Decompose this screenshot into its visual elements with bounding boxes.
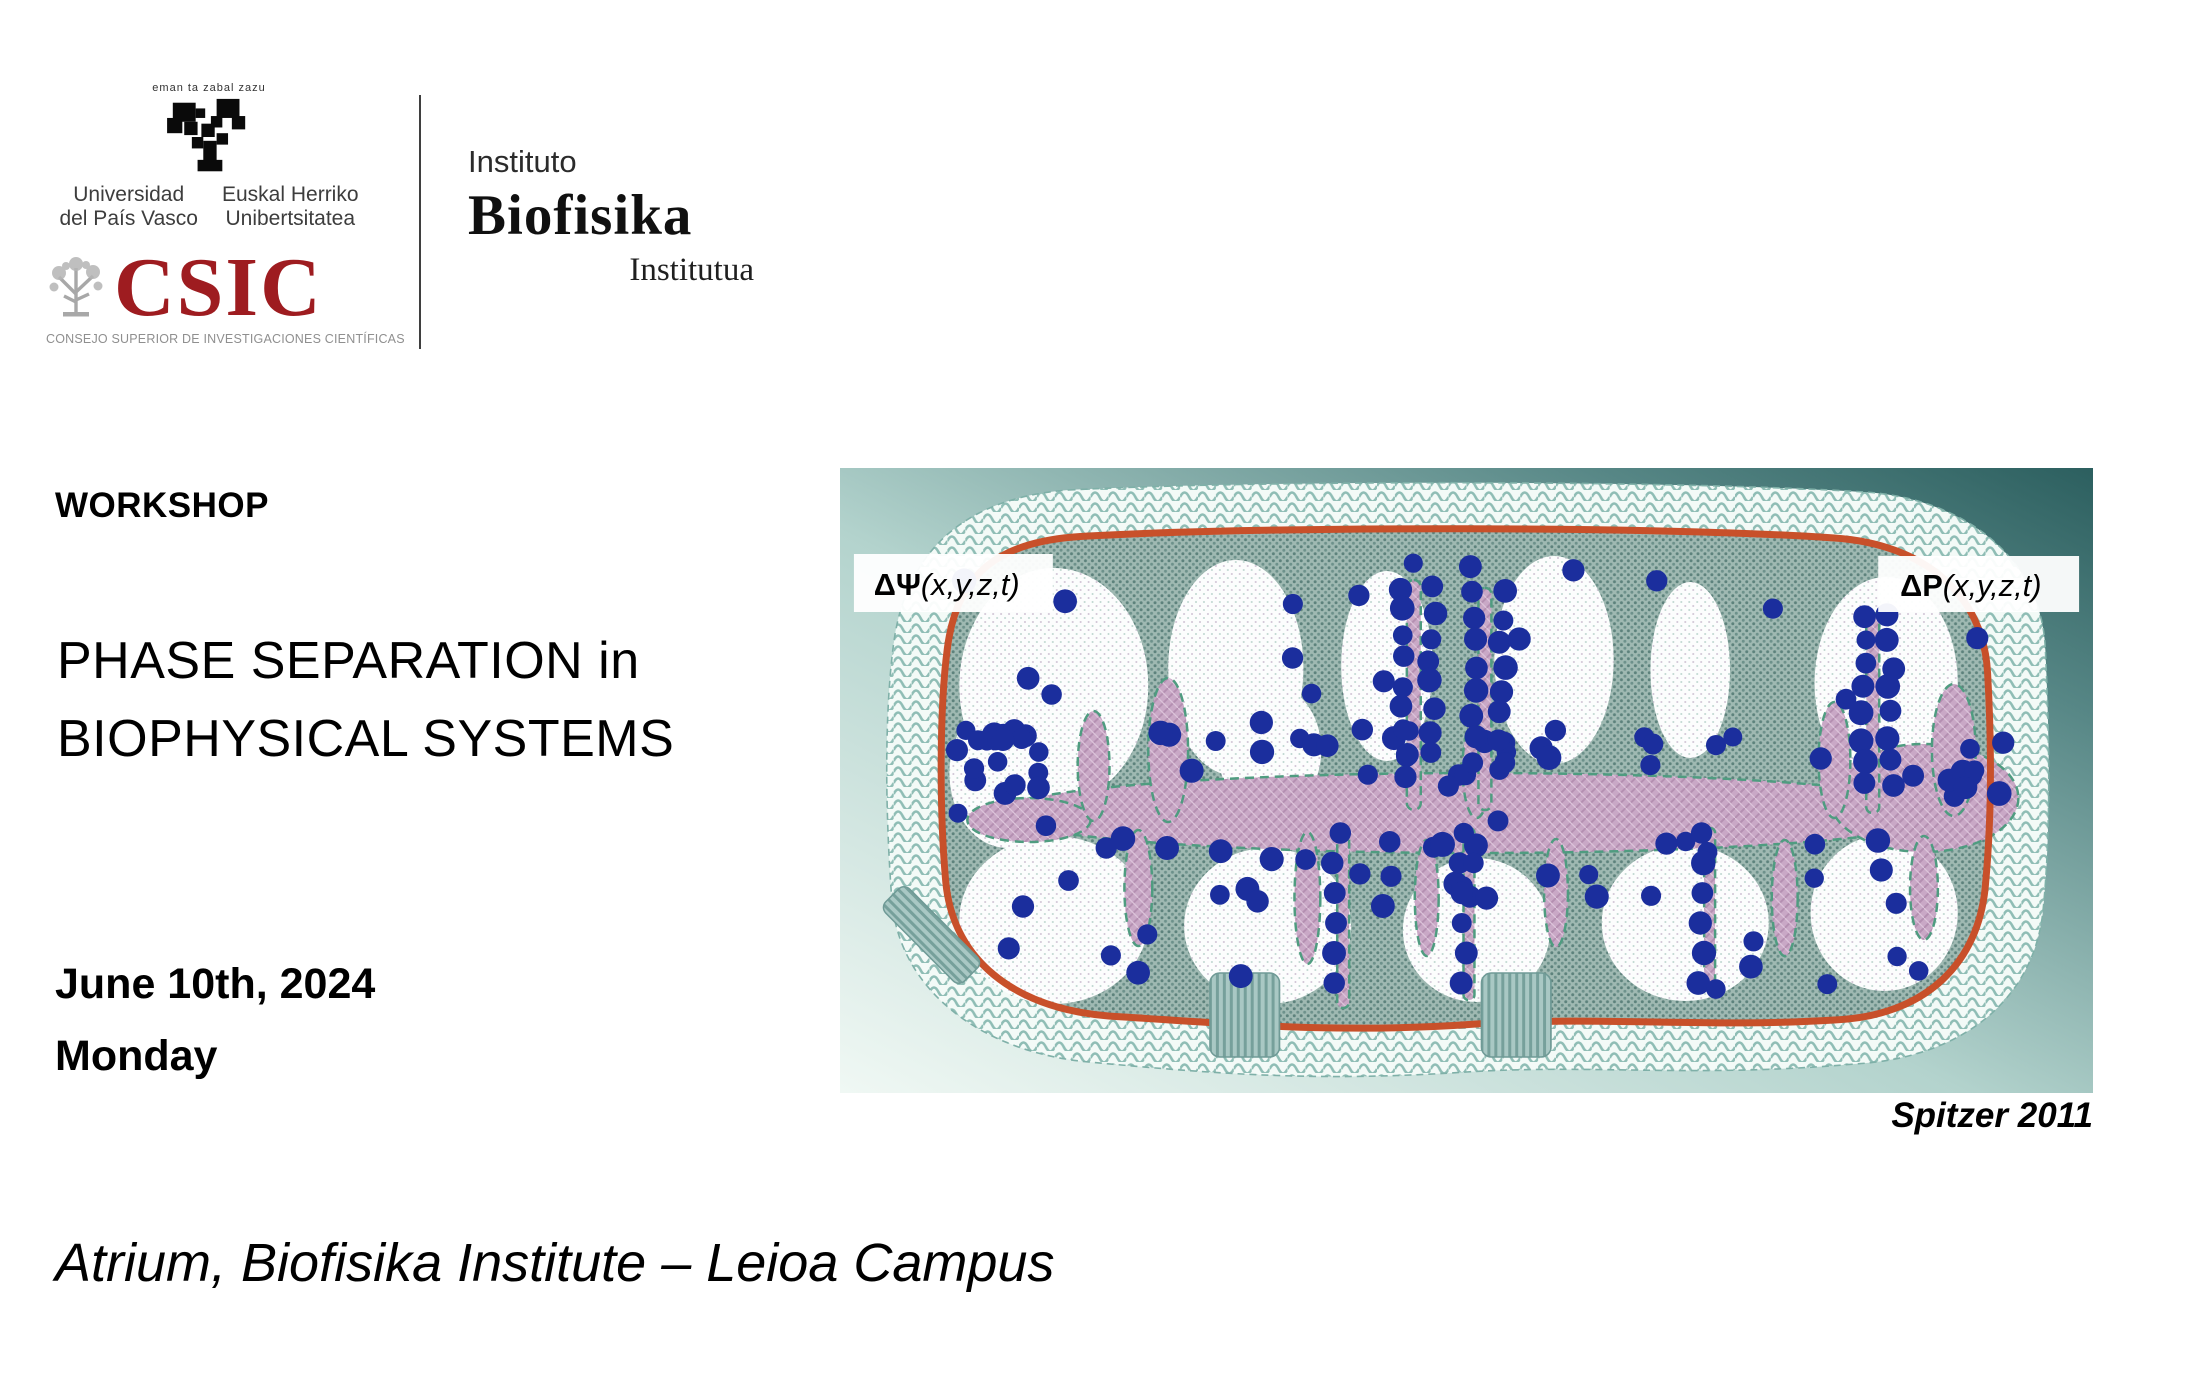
upv-name-eu-line2: Unibertsitatea [225,206,356,230]
ribosome-dots [945,553,2015,999]
label-right-args: (x,y,z,t) [1943,568,2042,603]
workshop-kicker: WORKSHOP [55,486,269,525]
label-pressure: ΔP(x,y,z,t) [1878,556,2080,612]
biofisika-prefix: Instituto [468,144,577,179]
upv-name-basque: Euskal Herriko Unibertsitatea [222,183,359,230]
title-line-1: PHASE SEPARATION in [57,632,640,690]
label-membrane-potential: ΔΨ(x,y,z,t) [853,554,1053,612]
cell-illustration: ΔΨ(x,y,z,t) ΔP(x,y,z,t) [840,468,2093,1093]
figure-credit: Spitzer 2011 [1891,1096,2093,1135]
biofisika-suffix: Institutua [629,252,754,288]
upv-tree-icon [167,98,246,172]
venue-line: Atrium, Biofisika Institute – Leioa Camp… [55,1233,1055,1293]
upv-names: Universidad del País Vasco Euskal Herrik… [48,183,370,230]
day-line: Monday [55,1032,218,1080]
membrane-transporters [882,885,1552,1058]
biofisika-logo: Instituto Biofisika Institutua [468,144,754,289]
workshop-date: June 10th, 2024 Monday [55,948,375,1092]
upv-name-es-line2: del País Vasco [59,206,198,230]
csic-crest-icon [49,256,103,317]
biofisika-name: Biofisika [468,184,693,247]
csic-acronym: CSIC [114,241,323,334]
date-line: June 10th, 2024 [55,960,376,1008]
upv-motto: eman ta zabal zazu [152,82,266,94]
csic-full-name: CONSEJO SUPERIOR DE INVESTIGACIONES CIEN… [46,331,405,346]
svg-text:ΔΨ(x,y,z,t): ΔΨ(x,y,z,t) [874,567,1020,602]
label-left-symbol: ΔΨ [874,567,921,602]
logo-divider [419,95,421,349]
upv-name-eu-line1: Euskal Herriko [221,183,359,206]
label-right-symbol: ΔP [1900,568,1943,603]
plasma-membrane [937,525,1994,1032]
upv-name-spanish: Universidad del País Vasco [59,183,198,230]
workshop-title: PHASE SEPARATION in BIOPHYSICAL SYSTEMS [57,622,674,778]
upv-ehu-logo: eman ta zabal zazu Universidad del País [48,82,370,230]
csic-logo: CSIC CONSEJO SUPERIOR DE INVESTIGACIONES… [46,241,405,346]
upv-name-es-line1: Universidad [73,183,185,206]
svg-text:ΔP(x,y,z,t): ΔP(x,y,z,t) [1900,568,2041,603]
label-left-args: (x,y,z,t) [921,567,1020,602]
title-line-2: BIOPHYSICAL SYSTEMS [57,710,675,768]
